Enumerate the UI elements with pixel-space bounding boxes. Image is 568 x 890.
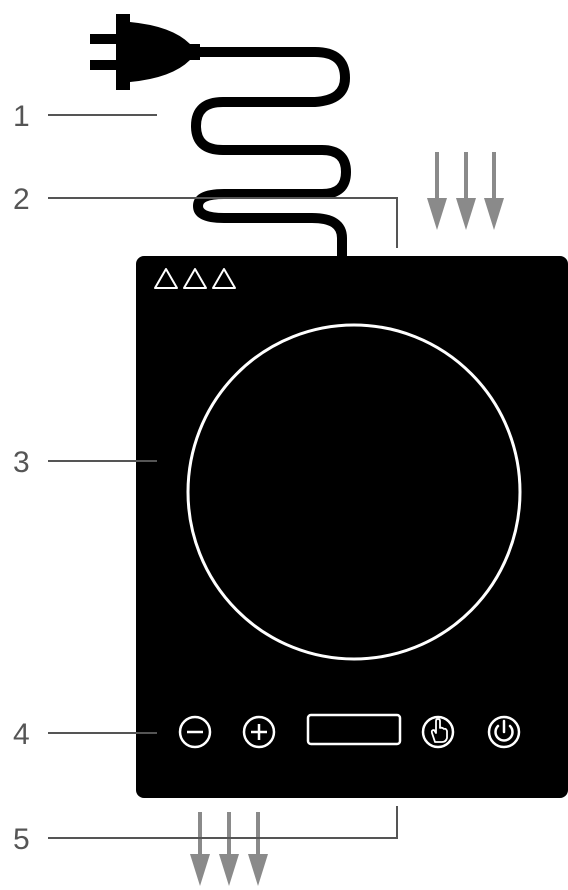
callout-number-2: 2 bbox=[13, 183, 30, 216]
callout-number-3: 3 bbox=[13, 446, 30, 479]
callout-number-5: 5 bbox=[13, 823, 30, 856]
air-intake-arrows bbox=[427, 152, 504, 230]
power-plug-icon bbox=[90, 14, 200, 90]
power-cord bbox=[196, 52, 346, 256]
callout-number-1: 1 bbox=[13, 100, 30, 133]
callout-number-4: 4 bbox=[13, 718, 30, 751]
callout-line-5 bbox=[48, 806, 397, 838]
air-exhaust-arrows bbox=[190, 812, 268, 886]
